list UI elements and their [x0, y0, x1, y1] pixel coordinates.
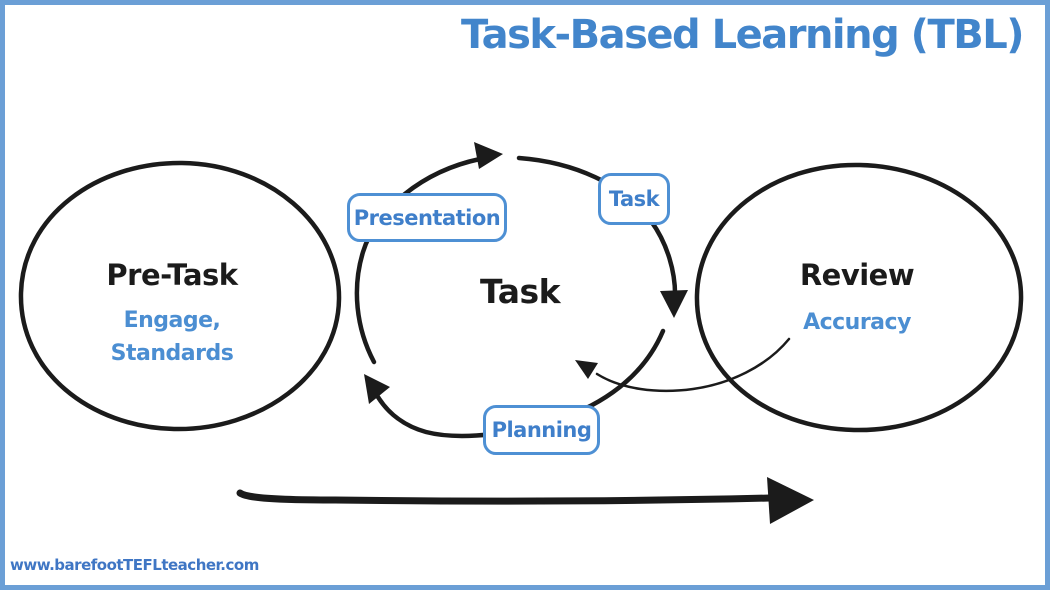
- pre-task-label: Pre-Task: [106, 258, 238, 292]
- review-label: Review: [799, 258, 915, 292]
- timeline-arrow-icon: [236, 477, 814, 524]
- step-planning-label: Planning: [491, 418, 592, 442]
- task-cycle-label: Task: [479, 272, 561, 311]
- pre-task-circle: [18, 160, 342, 432]
- pre-task-sublabel-line1: Engage,: [123, 308, 221, 333]
- watermark-url: www.barefootTEFLteacher.com: [10, 556, 259, 574]
- review-circle: [694, 162, 1024, 433]
- cycle-arrow-left-icon: [354, 142, 503, 365]
- review-sublabel: Accuracy: [803, 310, 911, 335]
- step-box-presentation: Presentation: [347, 193, 507, 242]
- page-title: Task-Based Learning (TBL): [461, 12, 1025, 58]
- step-box-planning: Planning: [483, 405, 600, 455]
- step-presentation-label: Presentation: [353, 205, 501, 230]
- step-box-task: Task: [598, 173, 670, 225]
- step-task-label: Task: [608, 187, 660, 211]
- pre-task-sublabel-line2: Standards: [110, 341, 234, 366]
- review-feedback-arrow-icon: [575, 337, 791, 393]
